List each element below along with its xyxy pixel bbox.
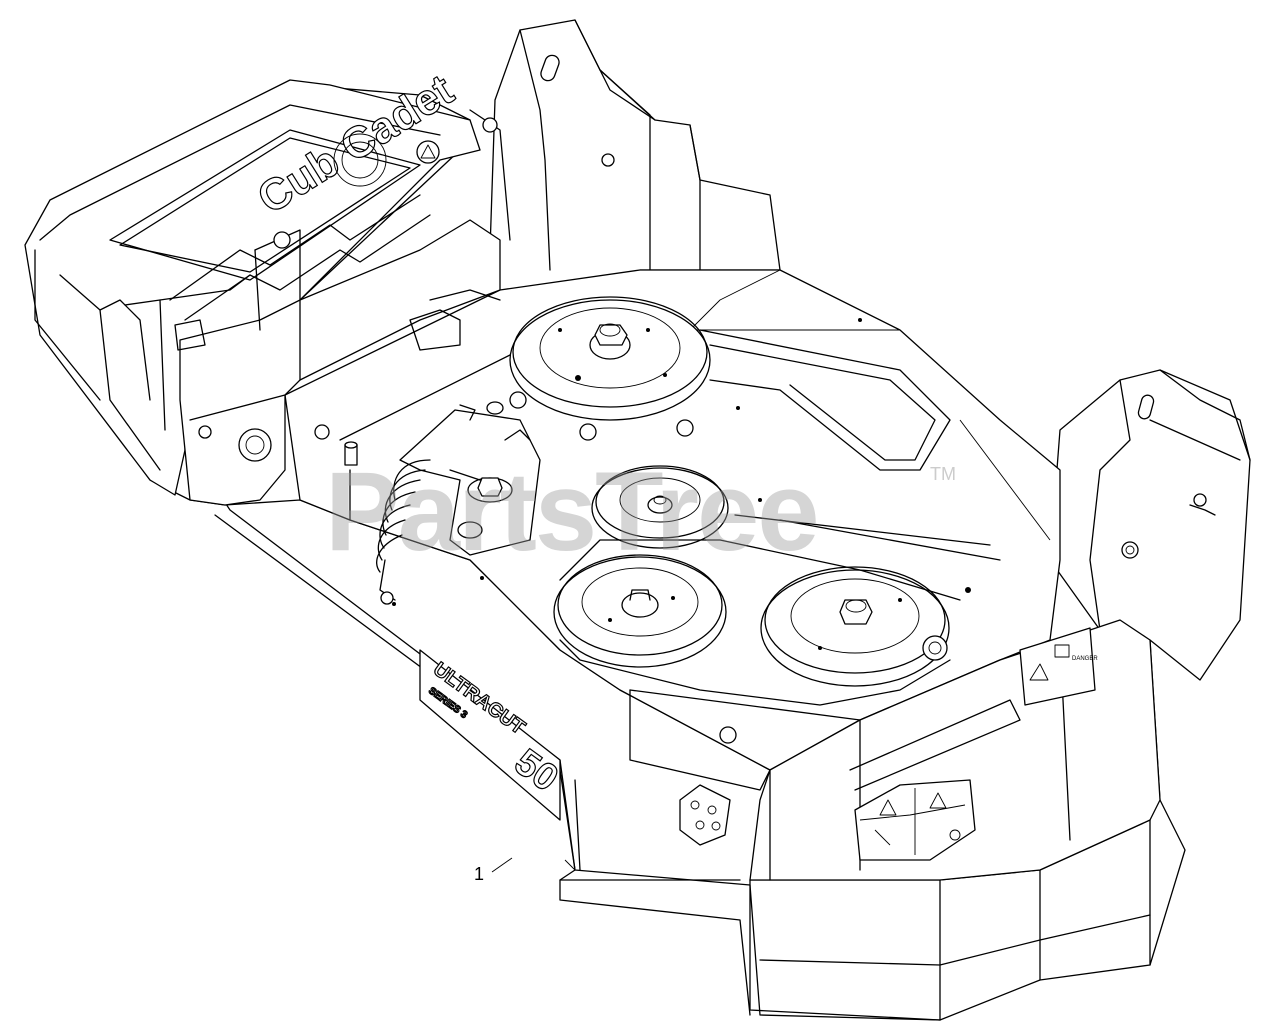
left-spindle-pulley <box>553 554 727 668</box>
watermark-text: PartsTree <box>325 449 818 574</box>
safety-symbols-decal <box>854 779 976 861</box>
callout-1: 1 <box>474 857 513 884</box>
rear-bracket-left <box>489 19 781 301</box>
nozzle-decal <box>679 784 731 846</box>
top-spindle-pulley <box>509 296 711 441</box>
callout-label: 1 <box>474 864 484 884</box>
idler-arm <box>399 401 541 556</box>
watermark: PartsTree TM <box>325 449 956 574</box>
warning-decal-top: DANGER <box>1019 627 1098 706</box>
left-belt-cover: Cub Cadet <box>24 65 481 496</box>
warning-decal-text: DANGER <box>1072 656 1098 662</box>
right-spindle-pulley <box>760 566 950 687</box>
watermark-trademark: TM <box>930 464 956 484</box>
tension-spring <box>376 459 481 605</box>
drive-belt <box>559 329 1001 706</box>
idler-pulley <box>591 465 729 549</box>
deck-hardware <box>314 318 971 744</box>
rear-bracket-right <box>1049 369 1251 681</box>
left-side-frame <box>174 109 511 506</box>
warning-triangle-icon <box>416 140 440 164</box>
